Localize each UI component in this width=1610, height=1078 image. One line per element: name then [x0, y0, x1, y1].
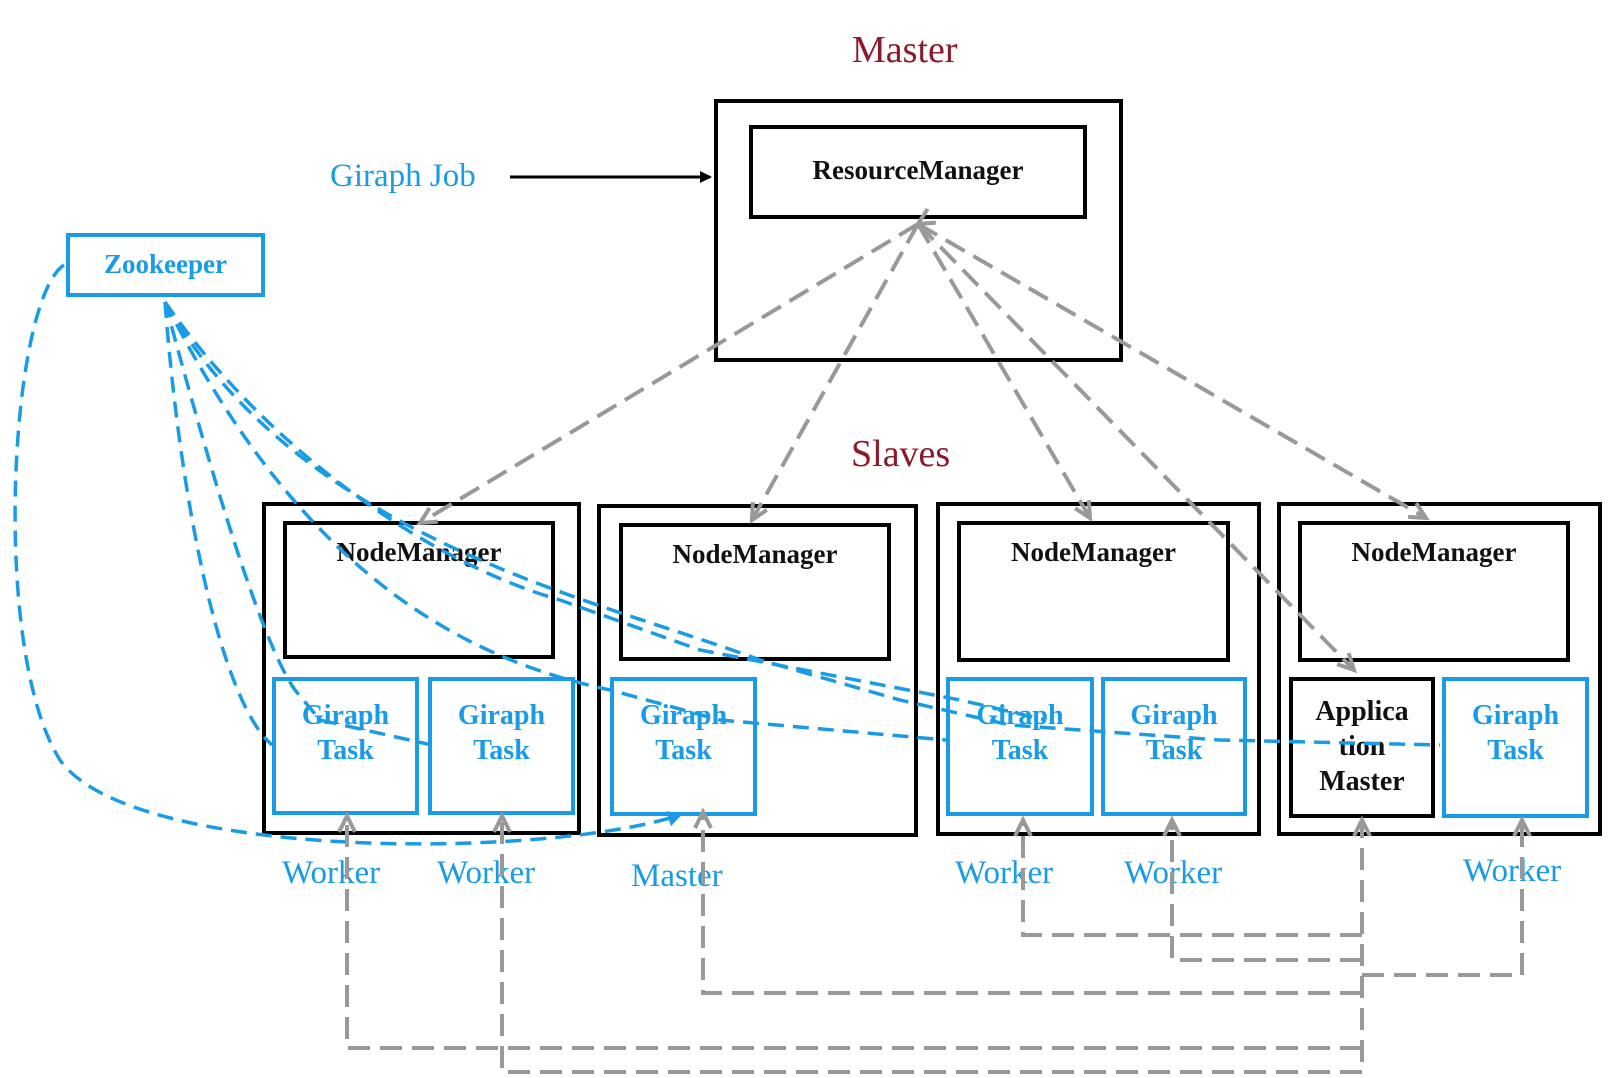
master-title: Master [852, 29, 958, 71]
giraph-task-line2: Task [655, 735, 712, 766]
node-manager-box-3: NodeManager [957, 521, 1230, 662]
giraph-task-line2: Task [317, 735, 374, 766]
giraph-task-line2: Task [473, 735, 530, 766]
node-manager-label: NodeManager [672, 539, 838, 569]
application-master-line2: tion [1338, 731, 1386, 762]
am-task-links [337, 807, 1532, 1074]
giraph-task-line2: Task [1145, 735, 1203, 766]
am-to-task-link [1362, 815, 1532, 977]
zookeeper-box: Zookeeper [66, 233, 265, 297]
am-to-task-link [693, 807, 1362, 995]
application-master-line1: Applica [1315, 696, 1409, 727]
worker-label: Worker [282, 855, 381, 891]
worker-label: Worker [955, 855, 1054, 891]
giraph-task-box: Giraph Task [1101, 677, 1247, 816]
giraph-task-box: Giraph Task [272, 677, 419, 815]
node-manager-label: NodeManager [336, 537, 502, 567]
zookeeper-to-task-link [163, 301, 274, 747]
am-to-task-link [492, 811, 1362, 1074]
giraph-task-line1: Giraph [639, 700, 728, 731]
resource-manager-box: ResourceManager [749, 125, 1087, 219]
giraph-task-line2: Task [1487, 735, 1544, 766]
zookeeper-label: Zookeeper [104, 249, 227, 279]
giraph-task-line1: Giraph [457, 700, 546, 731]
giraph-task-box: Giraph Task [428, 677, 575, 815]
node-manager-box-2: NodeManager [619, 523, 891, 661]
node-manager-label: NodeManager [1351, 537, 1517, 567]
giraph-task-line1: Giraph [976, 700, 1064, 731]
giraph-task-line1: Giraph [301, 700, 390, 731]
giraph-task-box: Giraph Task [946, 677, 1094, 816]
am-to-task-link [337, 811, 1362, 1050]
node-manager-label: NodeManager [1011, 537, 1176, 567]
application-master-box: Applica tion Master [1289, 677, 1435, 818]
worker-label: Worker [1124, 855, 1223, 891]
giraph-task-line1: Giraph [1471, 700, 1560, 731]
worker-label: Worker [1463, 853, 1562, 889]
node-manager-box-1: NodeManager [283, 521, 555, 659]
giraph-task-line2: Task [991, 735, 1049, 766]
slaves-title: Slaves [851, 433, 951, 475]
resource-manager-label: ResourceManager [812, 155, 1024, 185]
node-manager-box-4: NodeManager [1298, 521, 1570, 662]
giraph-job-label: Giraph Job [330, 158, 476, 194]
master-role-label: Master [631, 858, 723, 894]
giraph-task-line1: Giraph [1130, 700, 1218, 731]
worker-label: Worker [437, 855, 536, 891]
giraph-task-box: Giraph Task [1442, 677, 1589, 818]
application-master-line3: Master [1319, 766, 1405, 797]
giraph-task-box: Giraph Task [610, 677, 757, 816]
